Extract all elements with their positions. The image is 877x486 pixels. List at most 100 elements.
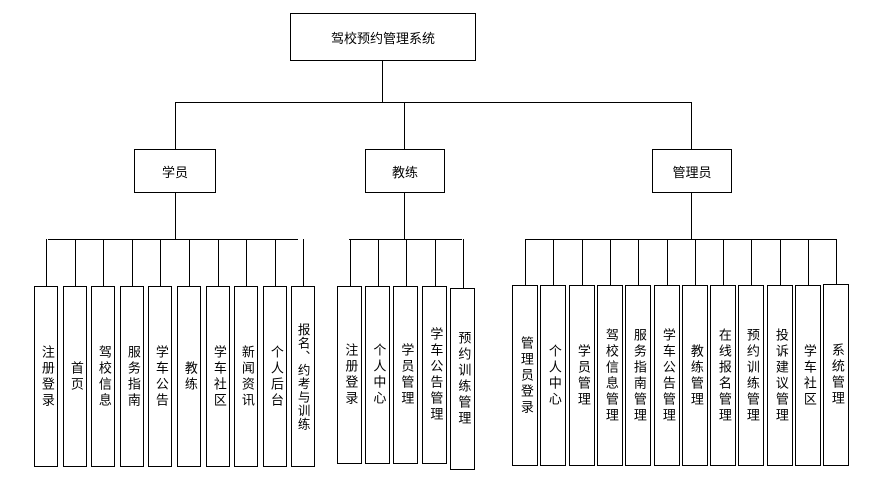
connector-leaf: [695, 239, 696, 285]
connector-leaf: [246, 239, 247, 286]
leaf-node: 学车公告管理: [654, 285, 680, 466]
leaf-label: 学车社区: [800, 343, 816, 408]
leaf-node: 学车社区: [206, 286, 230, 467]
connector-leaf: [463, 239, 464, 288]
leaf-label: 在线报名管理: [715, 327, 731, 424]
leaf-node: 管理员登录: [512, 285, 538, 466]
connector-g1-bar: [349, 239, 462, 240]
leaf-node: 注册登录: [34, 286, 58, 467]
leaf-label: 学车公告管理: [659, 327, 675, 424]
leaf-node: 个人中心: [540, 285, 566, 466]
connector-leaf: [751, 239, 752, 285]
leaf-node: 新闻资讯: [234, 286, 258, 467]
connector-g2-down: [691, 193, 692, 240]
connector-down-g0: [175, 102, 176, 149]
leaf-node: 学车公告管理: [422, 286, 447, 464]
connector-leaf: [836, 239, 837, 284]
leaf-label: 教练管理: [687, 343, 703, 408]
connector-leaf: [189, 239, 190, 286]
leaf-node: 在线报名管理: [710, 285, 736, 466]
connector-leaf: [553, 239, 554, 285]
connector-leaf: [723, 239, 724, 285]
leaf-label: 管理员登录: [517, 335, 533, 416]
leaf-node: 投诉建议管理: [767, 285, 793, 466]
connector-leaf: [103, 239, 104, 286]
group-node-coach: 教练: [365, 149, 445, 193]
connector-down-g2: [691, 102, 692, 149]
leaf-node: 个人后台: [263, 286, 287, 467]
connector-leaf: [808, 239, 809, 285]
connector-g0-bar: [48, 239, 298, 240]
connector-leaf: [46, 239, 47, 286]
connector-leaf: [667, 239, 668, 285]
connector-leaf: [275, 239, 276, 286]
leaf-label: 个人中心: [370, 343, 386, 407]
connector-leaf: [303, 239, 304, 286]
leaf-label: 注册登录: [38, 344, 54, 409]
connector-leaf: [525, 239, 526, 285]
connector-g2-bar: [525, 239, 836, 240]
leaf-label: 学车公告: [152, 344, 168, 409]
leaf-node: 报名、约考与训练: [291, 286, 315, 467]
leaf-node: 驾校信息管理: [597, 285, 623, 466]
leaf-node: 学车社区: [795, 285, 821, 466]
connector-leaf: [378, 239, 379, 286]
leaf-label: 系统管理: [828, 343, 844, 407]
leaf-node: 教练: [177, 286, 201, 467]
connector-leaf: [75, 239, 76, 286]
leaf-label: 学车公告管理: [427, 327, 443, 423]
leaf-node: 预约训练管理: [738, 285, 764, 466]
leaf-label: 学员管理: [398, 343, 414, 407]
leaf-label: 注册登录: [342, 343, 358, 407]
leaf-node: 预约训练管理: [450, 288, 475, 470]
leaf-node: 服务指南管理: [625, 285, 651, 466]
group-label: 学员: [161, 165, 188, 181]
connector-g0-down: [175, 193, 176, 240]
group-node-student: 学员: [134, 149, 216, 193]
leaf-label: 个人中心: [545, 343, 561, 408]
leaf-node: 教练管理: [682, 285, 708, 466]
leaf-node: 学车公告: [148, 286, 172, 467]
leaf-label: 服务指南管理: [630, 327, 646, 424]
connector-leaf: [132, 239, 133, 286]
leaf-node: 注册登录: [337, 286, 362, 464]
connector-g1-down: [404, 193, 405, 240]
connector-leaf: [218, 239, 219, 286]
leaf-label: 驾校信息管理: [602, 327, 618, 424]
connector-leaf: [638, 239, 639, 285]
root-node: 驾校预约管理系统: [290, 13, 476, 61]
connector-down-g1: [404, 102, 405, 149]
connector-leaf: [350, 239, 351, 286]
connector-leaf: [610, 239, 611, 285]
leaf-node: 个人中心: [365, 286, 390, 464]
leaf-label: 驾校信息: [95, 344, 111, 409]
leaf-label: 首页: [67, 360, 83, 393]
connector-level1-bar: [175, 102, 692, 103]
group-node-admin: 管理员: [652, 149, 732, 193]
connector-leaf: [435, 239, 436, 286]
leaf-node: 首页: [63, 286, 87, 467]
connector-leaf: [160, 239, 161, 286]
root-label: 驾校预约管理系统: [330, 31, 435, 47]
leaf-label: 学车社区: [210, 344, 226, 409]
leaf-node: 驾校信息: [91, 286, 115, 467]
connector-leaf: [406, 239, 407, 286]
leaf-node: 系统管理: [823, 284, 849, 466]
leaf-node: 学员管理: [393, 286, 418, 464]
group-label: 教练: [391, 165, 418, 181]
connector-root-down: [382, 61, 383, 103]
leaf-label: 投诉建议管理: [772, 327, 788, 424]
leaf-node: 服务指南: [120, 286, 144, 467]
connector-leaf: [780, 239, 781, 285]
leaf-label: 个人后台: [267, 344, 283, 409]
leaf-label: 教练: [181, 360, 197, 393]
leaf-label: 预约训练管理: [455, 331, 471, 427]
leaf-label: 学员管理: [574, 343, 590, 408]
group-label: 管理员: [672, 165, 712, 181]
leaf-label: 报名、约考与训练: [295, 322, 311, 431]
connector-leaf: [582, 239, 583, 285]
leaf-label: 预约训练管理: [743, 327, 759, 424]
leaf-label: 新闻资讯: [238, 344, 254, 409]
leaf-label: 服务指南: [124, 344, 140, 409]
